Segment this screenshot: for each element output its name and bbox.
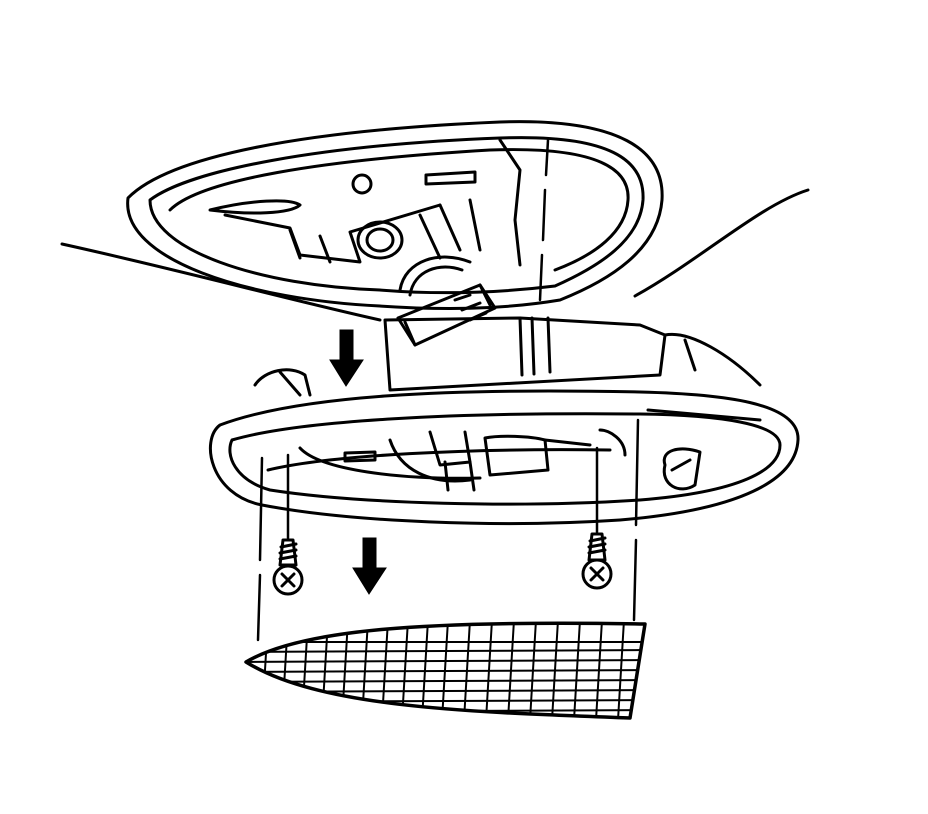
upper-housing (126, 120, 664, 310)
down-arrow (352, 537, 387, 595)
down-arrow (329, 329, 364, 387)
lamp-housing (208, 316, 800, 525)
mounting-screw-left (272, 453, 304, 596)
lens (244, 621, 647, 720)
alignment-lines (256, 418, 640, 642)
headliner-surface (60, 188, 810, 322)
electrical-connector (396, 255, 497, 347)
mounting-screw-right (581, 446, 613, 590)
